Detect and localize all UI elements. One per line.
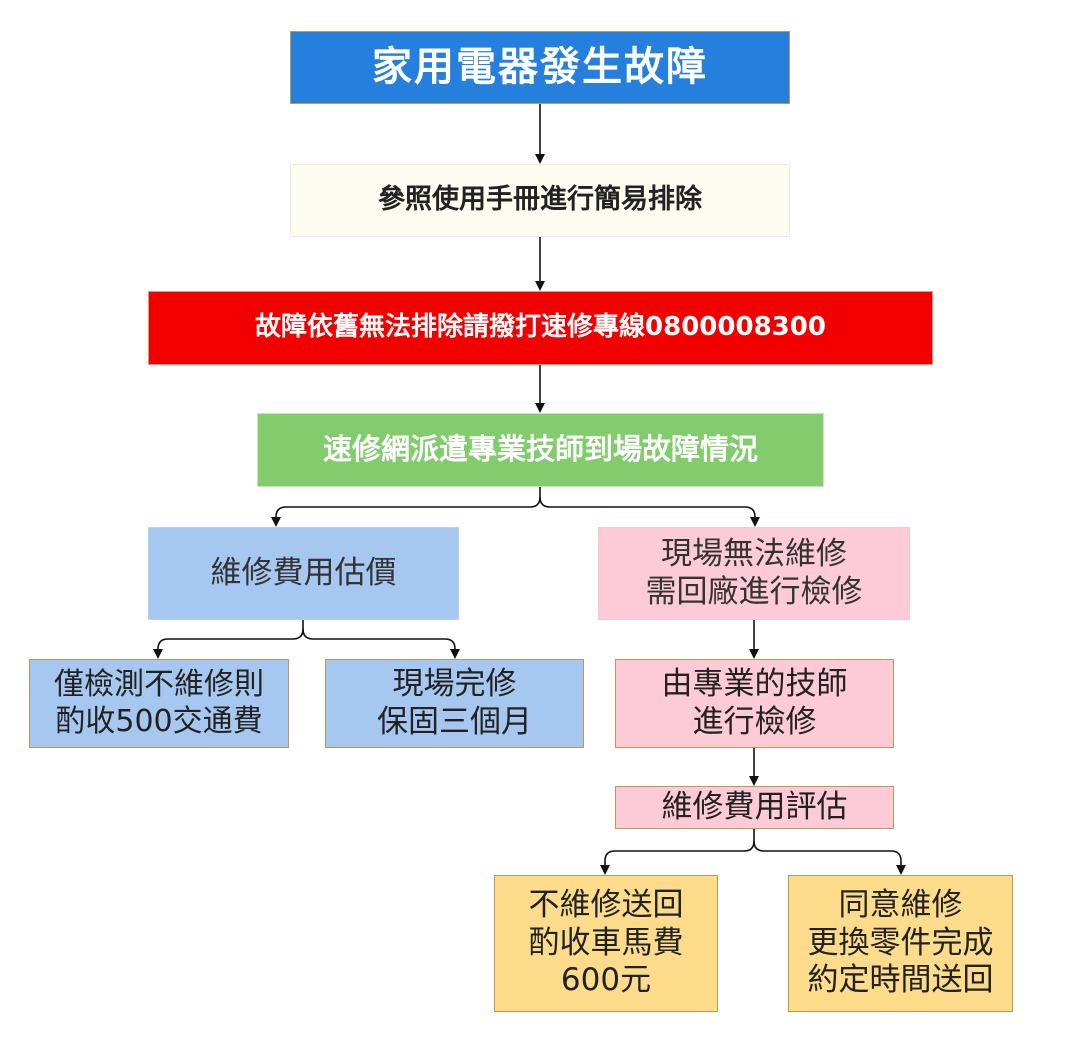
node-label-line-2: 酌收車馬費 [528,924,684,961]
node-return-to-factory: 現場無法維修 需回廠進行檢修 [598,527,910,620]
node-label-line-1: 現場完修 [392,665,517,702]
node-repair-cost-evaluation: 維修費用評估 [615,786,894,829]
node-label-line-3: 約定時間送回 [807,962,994,999]
node-agree-repair: 同意維修 更換零件完成 約定時間送回 [788,875,1013,1012]
arrow-dispatch-to-estimate [271,487,541,527]
node-label-line-1: 現場無法維修 [661,535,847,572]
node-onsite-repair-warranty: 現場完修 保固三個月 [325,659,584,748]
node-return-without-repair: 不維修送回 酌收車馬費 600元 [494,875,718,1012]
node-label-line-2: 進行檢修 [692,703,817,740]
node-label-line-1: 同意維修 [838,886,963,923]
node-label: 參照使用手冊進行簡易排除 [378,184,702,216]
node-label-line-2: 酌收500交通費 [55,703,263,739]
node-label-line-2: 更換零件完成 [807,924,994,961]
node-label: 速修網派遣專業技師到場故障情況 [322,432,758,467]
node-label-line-2: 保固三個月 [377,703,532,740]
node-label-line-1: 由專業的技師 [661,665,848,702]
node-inspection-only-fee: 僅檢測不維修則 酌收500交通費 [29,659,289,748]
node-label-line-1: 不維修送回 [528,886,684,923]
arrow-eval-to-return [600,829,755,875]
node-call-hotline: 故障依舊無法排除請撥打速修專線0800008300 [148,291,933,365]
node-label-line-2: 需回廠進行檢修 [645,573,863,610]
node-label: 維修費用評估 [661,788,848,825]
arrow-estimate-to-inspect [153,620,304,659]
node-repair-estimate: 維修費用估價 [148,527,459,620]
node-label: 維修費用估價 [210,554,397,591]
node-appliance-failure: 家用電器發生故障 [290,31,790,104]
arrow-dispatch-to-factory [539,496,760,527]
node-label: 故障依舊無法排除請撥打速修專線0800008300 [255,312,826,343]
arrow-estimate-to-onsite [302,628,460,659]
node-technician-inspection: 由專業的技師 進行檢修 [615,659,894,748]
node-dispatch-technician: 速修網派遣專業技師到場故障情況 [257,413,824,487]
node-label-line-3: 600元 [560,962,652,999]
node-label: 家用電器發生故障 [372,44,708,91]
node-manual-troubleshoot: 參照使用手冊進行簡易排除 [290,164,790,237]
node-label-line-1: 僅檢測不維修則 [54,666,264,702]
arrow-eval-to-agree [753,840,906,875]
